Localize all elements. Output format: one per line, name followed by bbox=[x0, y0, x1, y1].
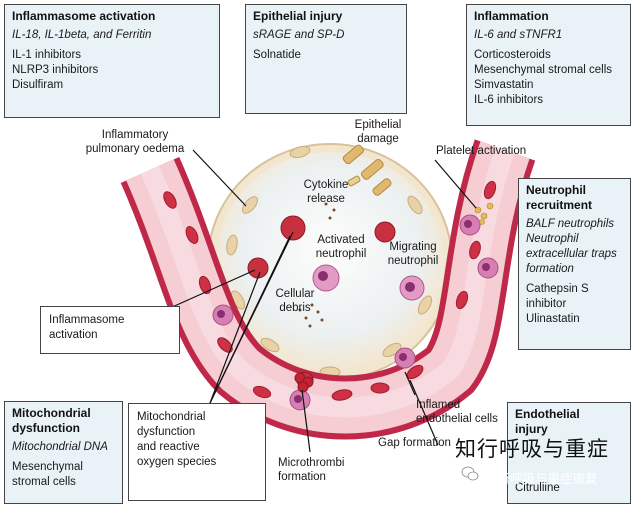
label-line: formation bbox=[278, 471, 326, 483]
treatment-item: Corticosteroids bbox=[474, 49, 551, 61]
box-title: Neutrophil bbox=[526, 183, 586, 197]
treatment-item: Ulinastatin bbox=[526, 313, 580, 325]
label-epithelial-damage: Epithelial damage bbox=[345, 118, 411, 146]
label-gap-formation: Gap formation bbox=[378, 437, 451, 449]
treatment-item: NLRP3 inhibitors bbox=[12, 64, 99, 76]
box-title-cont: injury bbox=[515, 422, 548, 436]
neutrophil-recruitment-box: Neutrophil recruitment BALF neutrophils … bbox=[518, 178, 631, 350]
platelets bbox=[474, 202, 494, 225]
box-title: Inflammation bbox=[474, 9, 549, 23]
biomarker-text: IL-18, IL-1beta, and Ferritin bbox=[12, 29, 152, 41]
watermark-title: 知行呼吸与重症 bbox=[455, 437, 609, 461]
biomarker-text: sRAGE and SP-D bbox=[253, 29, 345, 41]
treatment-item: Citrulline bbox=[515, 482, 560, 494]
treatment-item: Simvastatin bbox=[474, 79, 534, 91]
treatment-item: Cathepsin S bbox=[526, 283, 589, 295]
treatment-item: IL-6 inhibitors bbox=[474, 94, 544, 106]
label-oedema: Inflammatory pulmonary oedema bbox=[70, 128, 200, 156]
box-title: Endothelial bbox=[515, 407, 580, 421]
mito-ros-callout-box: Mitochondrial dysfunction and reactive o… bbox=[128, 403, 266, 501]
label-line: Microthrombi bbox=[278, 457, 345, 469]
wechat-icon bbox=[461, 466, 479, 481]
alveolus bbox=[207, 143, 453, 381]
mitochondrial-dysfunction-box: Mitochondrial dysfunction Mitochondrial … bbox=[4, 401, 123, 504]
inflammation-box: Inflammation IL-6 and sTNFR1 Corticoster… bbox=[466, 4, 631, 126]
label-cellular-debris: Cellular debris bbox=[268, 287, 322, 315]
label-platelet-activation: Platelet activation bbox=[436, 145, 527, 157]
label-line: Activated bbox=[317, 234, 365, 246]
biomarker-text: Neutrophil bbox=[526, 233, 579, 245]
box-title: Epithelial injury bbox=[253, 9, 343, 23]
endothelial-injury-box: Endothelial injury Citrulline bbox=[507, 402, 631, 504]
box-title-cont: recruitment bbox=[526, 198, 593, 212]
treatment-item: Disulfiram bbox=[12, 79, 64, 91]
neutrophils bbox=[212, 214, 499, 411]
box-title: Mitochondrial bbox=[12, 406, 91, 420]
label-line: endothelial cells bbox=[416, 413, 498, 425]
label-line: Cellular bbox=[275, 288, 315, 300]
treatment-item: stromal cells bbox=[12, 476, 76, 488]
cellular-debris bbox=[298, 202, 336, 328]
callout-text: activation bbox=[49, 329, 98, 341]
label-line: neutrophil bbox=[315, 248, 367, 260]
label-line: Migrating bbox=[389, 241, 437, 253]
watermark-account: 知行呼吸与重症康复 bbox=[485, 471, 598, 486]
treatment-item: Mesenchymal bbox=[12, 461, 83, 473]
treatment-item: Mesenchymal stromal cells bbox=[474, 64, 613, 76]
label-microthrombi: Microthrombi formation bbox=[278, 456, 344, 484]
label-migrating-neutrophil: Migrating neutrophil bbox=[378, 240, 448, 268]
inflammasome-activation-box: Inflammasome activation IL-18, IL-1beta,… bbox=[4, 4, 220, 118]
label-inflamed-endothelial: Inflamed endothelial cells bbox=[416, 398, 498, 426]
epithelial-injury-box: Epithelial injury sRAGE and SP-D Solnati… bbox=[245, 4, 407, 114]
label-line: pulmonary oedema bbox=[85, 143, 185, 155]
biomarker-text: IL-6 and sTNFR1 bbox=[474, 29, 563, 41]
label-line: Inflamed bbox=[416, 399, 461, 411]
biomarker-text: formation bbox=[526, 263, 574, 275]
treatment-item: Solnatide bbox=[253, 49, 301, 61]
callout-text: Mitochondrial bbox=[137, 411, 206, 423]
microthrombus bbox=[294, 372, 314, 393]
callout-text: oxygen species bbox=[137, 456, 217, 468]
biomarker-text: BALF neutrophils bbox=[526, 218, 615, 230]
biomarker-text: Mitochondrial DNA bbox=[12, 441, 108, 453]
label-activated-neutrophil: Activated neutrophil bbox=[306, 233, 376, 261]
label-line: release bbox=[307, 193, 345, 205]
callout-text: and reactive bbox=[137, 441, 200, 453]
box-title-cont: dysfunction bbox=[12, 421, 80, 435]
label-line: Cytokine bbox=[303, 179, 349, 191]
callout-text: dysfunction bbox=[137, 426, 196, 438]
label-cytokine-release: Cytokine release bbox=[296, 178, 356, 206]
treatment-item: inhibitor bbox=[526, 298, 567, 310]
label-line: Inflammatory bbox=[101, 129, 169, 141]
box-title: Inflammasome activation bbox=[12, 9, 156, 23]
red-blood-cells bbox=[163, 180, 497, 401]
label-line: neutrophil bbox=[387, 255, 439, 267]
biomarker-text: extracellular traps bbox=[526, 248, 617, 260]
treatment-item: IL-1 inhibitors bbox=[12, 49, 82, 61]
epithelial-damage-fragments bbox=[342, 144, 392, 196]
callout-text: Inflammasome bbox=[49, 314, 125, 326]
inflammasome-callout-box: Inflammasome activation bbox=[40, 306, 180, 354]
label-line: damage bbox=[357, 133, 399, 145]
label-line: debris bbox=[279, 302, 311, 314]
label-line: Epithelial bbox=[354, 119, 402, 131]
